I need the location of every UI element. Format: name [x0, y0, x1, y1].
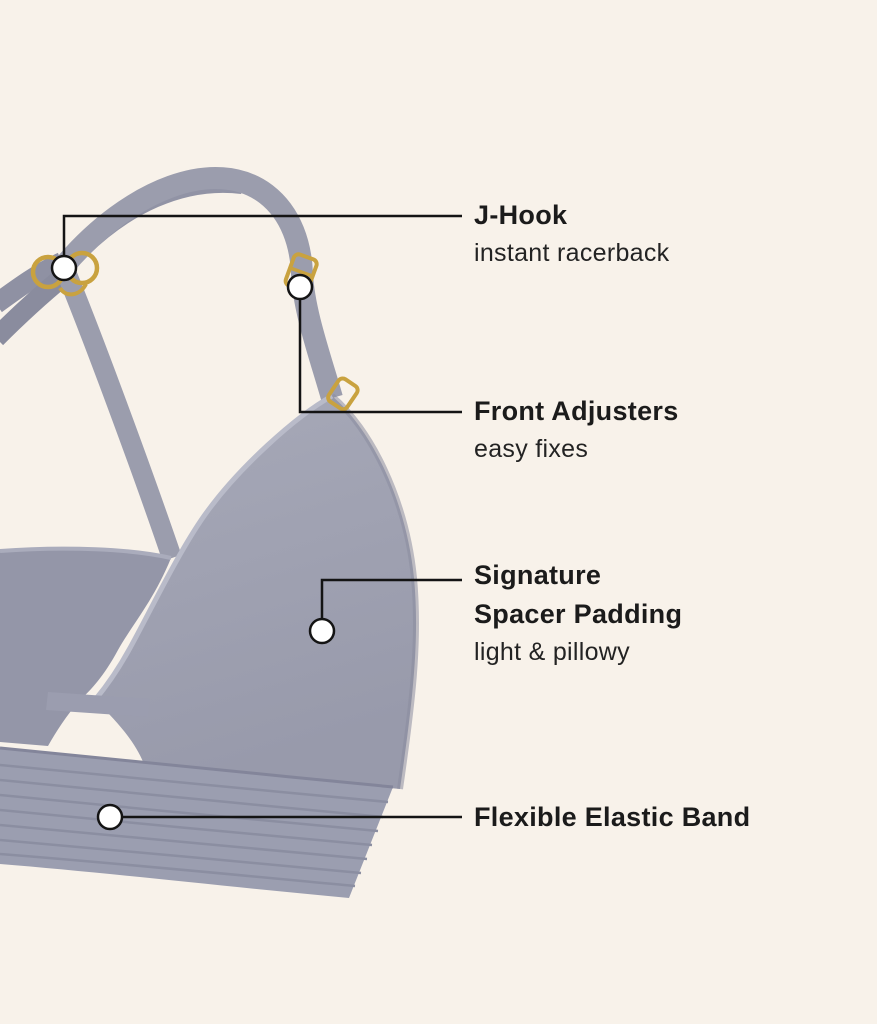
- j-hook-icon: [58, 282, 88, 297]
- left-cup-trim: [0, 546, 172, 560]
- callout-elastic-band: Flexible Elastic Band: [474, 798, 750, 837]
- elastic-band: [0, 746, 394, 898]
- callout-j-hook: J-Hook instant racerback: [474, 196, 669, 272]
- callout-connectors: [50, 214, 462, 831]
- callout-subtitle: instant racerback: [474, 239, 670, 267]
- band-stripe: [0, 838, 362, 875]
- shoulder-strap: [55, 167, 343, 402]
- callout-title: Flexible Elastic Band: [474, 802, 751, 832]
- band-stripe: [0, 778, 384, 819]
- band-stripe: [0, 808, 373, 847]
- callout-spacer-padding: Signature Spacer Padding light & pillowy: [474, 556, 682, 671]
- left-cup: [0, 548, 171, 746]
- connector-line-front-adjusters: [298, 299, 462, 414]
- band-stripe: [0, 852, 356, 888]
- band-stripe: [0, 823, 368, 861]
- band-stripe: [0, 793, 379, 833]
- marker-dot-elastic-band: [96, 803, 124, 831]
- marker-dot-spacer-padding: [308, 617, 336, 645]
- callout-title-line2: Spacer Padding: [474, 599, 683, 629]
- band-body: [0, 748, 393, 898]
- cup-shadow-edge: [330, 393, 420, 790]
- neckline-trim: [93, 393, 334, 702]
- connector-line-spacer-padding: [320, 578, 462, 619]
- band-stripe: [0, 763, 389, 804]
- apex-slider-icon: [326, 376, 360, 412]
- neckline-strap: [56, 268, 182, 562]
- callout-title-line1: Signature: [474, 560, 602, 590]
- callout-front-adjusters: Front Adjusters easy fixes: [474, 392, 679, 468]
- center-keyhole-strap: [46, 692, 150, 717]
- band-top-edge: [0, 746, 394, 789]
- right-cup: [95, 396, 417, 789]
- marker-dot-front-adjusters: [286, 273, 314, 301]
- marker-dot-j-hook: [50, 254, 78, 282]
- callout-title: J-Hook: [474, 200, 568, 230]
- callout-subtitle: easy fixes: [474, 435, 589, 463]
- callout-subtitle: light & pillowy: [474, 638, 630, 666]
- callout-title: Front Adjusters: [474, 396, 679, 426]
- connector-line-j-hook: [62, 214, 462, 256]
